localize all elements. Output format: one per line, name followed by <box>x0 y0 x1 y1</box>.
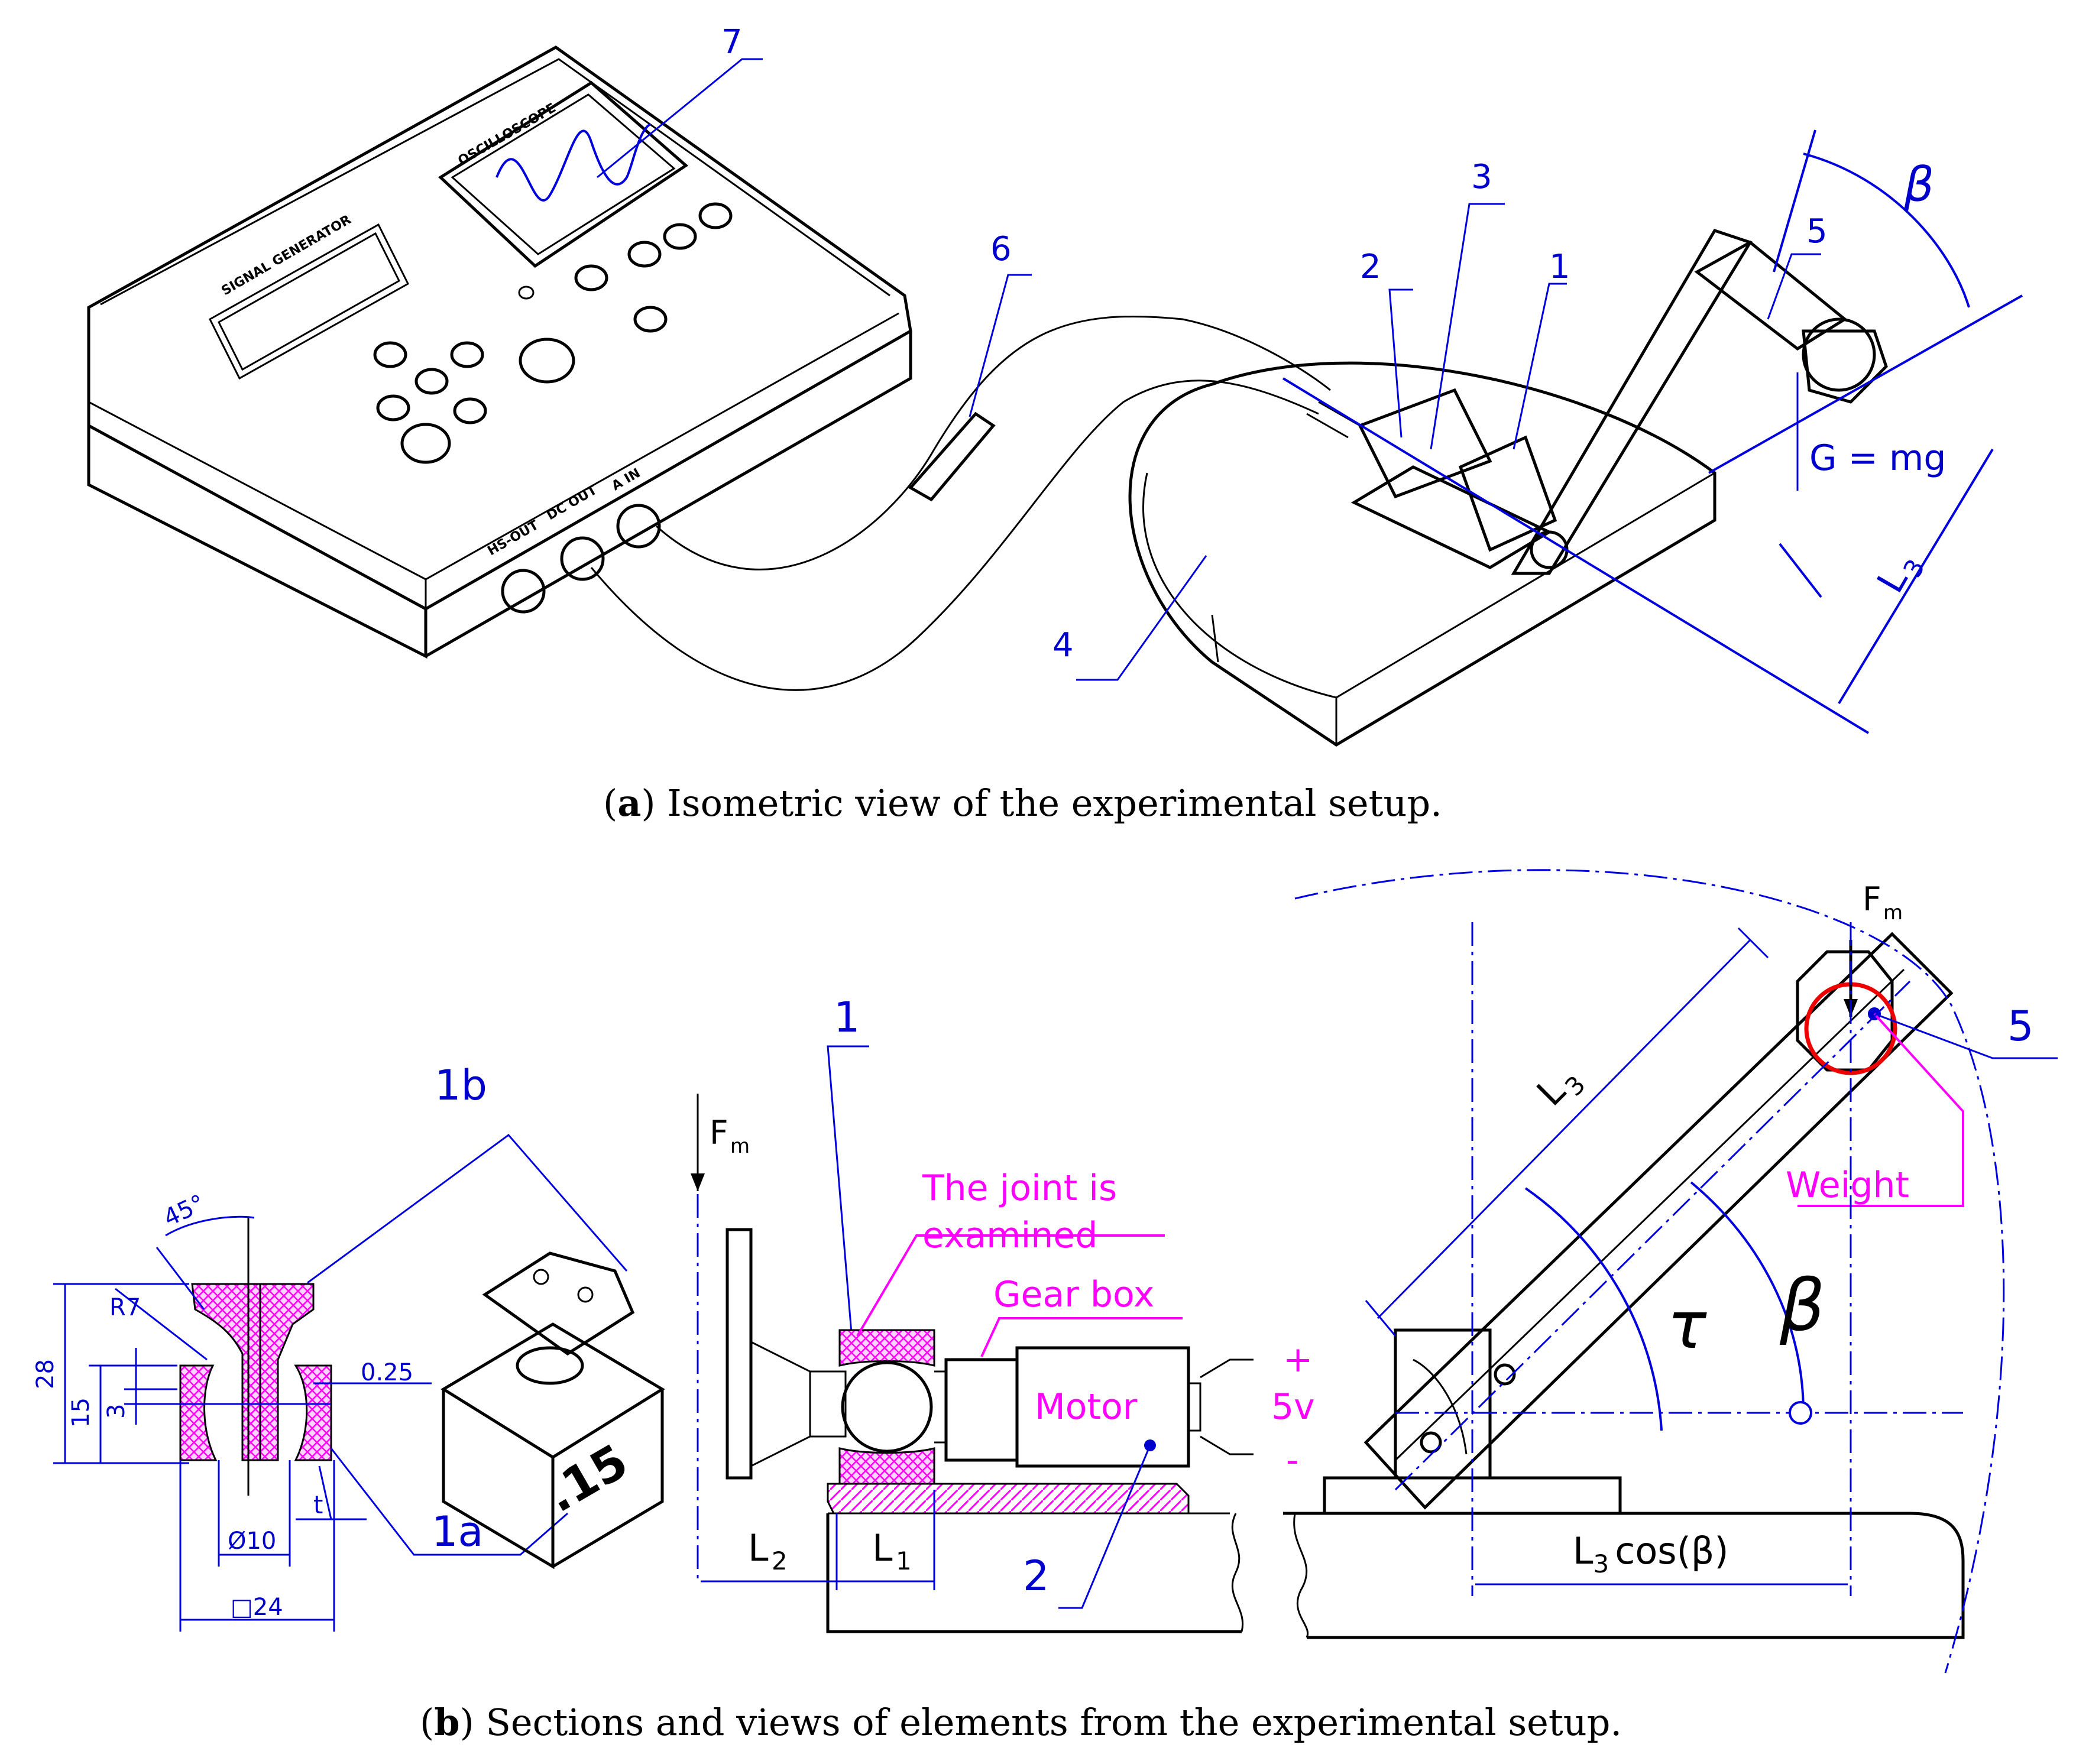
panel-b-construction <box>1294 869 2005 1674</box>
test-rig-left <box>726 1228 1254 1633</box>
minus-sign: - <box>1286 1439 1299 1481</box>
knob-group <box>373 202 733 464</box>
l2-sub: 2 <box>772 1546 788 1575</box>
label-6: 6 <box>990 230 1012 268</box>
l2-main: L <box>748 1526 769 1570</box>
force-left-main: F <box>710 1114 728 1152</box>
caption-b: (b) Sections and views of elements from … <box>420 1701 1622 1744</box>
plus-sign: + <box>1283 1339 1313 1380</box>
label-2: 2 <box>1360 248 1381 286</box>
generator-title: SIGNAL GENERATOR <box>219 212 354 299</box>
motor-assembly <box>1306 388 1557 569</box>
panel-a-annotations <box>597 58 2023 734</box>
joint-dimensions <box>53 1133 628 1632</box>
dim-t: t <box>313 1490 323 1519</box>
joint-examined-line2: examined <box>922 1215 1097 1256</box>
label-3: 3 <box>1471 158 1492 196</box>
label-5: 5 <box>2007 1002 2034 1050</box>
voltage-label: 5v <box>1271 1386 1315 1428</box>
a-in-label: A IN <box>610 466 643 494</box>
dim-3: 3 <box>103 1404 130 1419</box>
joint-examined-line1: The joint is <box>922 1168 1117 1209</box>
l1-l2-dimensions <box>701 1490 935 1590</box>
label-2: 2 <box>1023 1552 1050 1600</box>
weight-equation: G = mg <box>1809 437 1946 479</box>
dim-45: 45° <box>160 1189 209 1232</box>
scope-title: OSCILLOSCOPE <box>456 100 559 168</box>
joint-section <box>179 1218 332 1496</box>
hs-out-label: HS-OUT <box>485 518 542 559</box>
dim-025: 0.25 <box>361 1359 413 1386</box>
motor-label: Motor <box>1035 1386 1138 1428</box>
cables <box>590 315 1331 691</box>
weight-label: Weight <box>1786 1165 1909 1206</box>
l3-label-b: L 3 <box>1528 1069 1591 1114</box>
dc-out-label: DC OUT <box>545 483 600 523</box>
force-right-sub: m <box>1883 901 1903 925</box>
dim-28: 28 <box>32 1359 59 1389</box>
tau-label: τ <box>1667 1288 1707 1363</box>
label-1: 1 <box>1549 248 1570 286</box>
label-4: 4 <box>1052 626 1074 664</box>
panel-a: OSCILLOSCOPE SIGNAL GENERATOR HS-OUT DC … <box>87 23 2023 747</box>
force-arrow-left: F m <box>691 1094 750 1191</box>
label-1a: 1a <box>432 1507 483 1556</box>
force-left-sub: m <box>730 1134 750 1158</box>
l3-label-a: L 3 <box>1868 555 1931 600</box>
base-plate <box>1128 361 1716 747</box>
dim-sq24: □24 <box>231 1594 283 1621</box>
panel-b: 28 15 3 R7 45° 0.25 t Ø10 □24 1b 1a .15 … <box>32 869 2058 1674</box>
l1-main: L <box>872 1526 893 1570</box>
signal-generator-device: OSCILLOSCOPE SIGNAL GENERATOR HS-OUT DC … <box>87 46 912 659</box>
dim-r7: R7 <box>109 1294 141 1321</box>
gear-box-label: Gear box <box>993 1274 1154 1315</box>
dim-15: 15 <box>67 1397 95 1428</box>
label-1b: 1b <box>435 1061 487 1110</box>
beta-angle-a: β <box>1903 157 1934 212</box>
force-right-main: F <box>1863 880 1881 918</box>
label-7: 7 <box>721 23 743 61</box>
force-arrow-right: F m <box>1844 880 1903 1017</box>
caption-a: (a) Isometric view of the experimental s… <box>603 782 1442 825</box>
beta-label-b: β <box>1779 1265 1825 1347</box>
l1-sub: 1 <box>896 1546 912 1575</box>
label-5: 5 <box>1806 212 1828 251</box>
dim-dia10: Ø10 <box>228 1528 276 1555</box>
label-1: 1 <box>834 993 860 1042</box>
joint-block-iso: .15 <box>441 1251 665 1570</box>
